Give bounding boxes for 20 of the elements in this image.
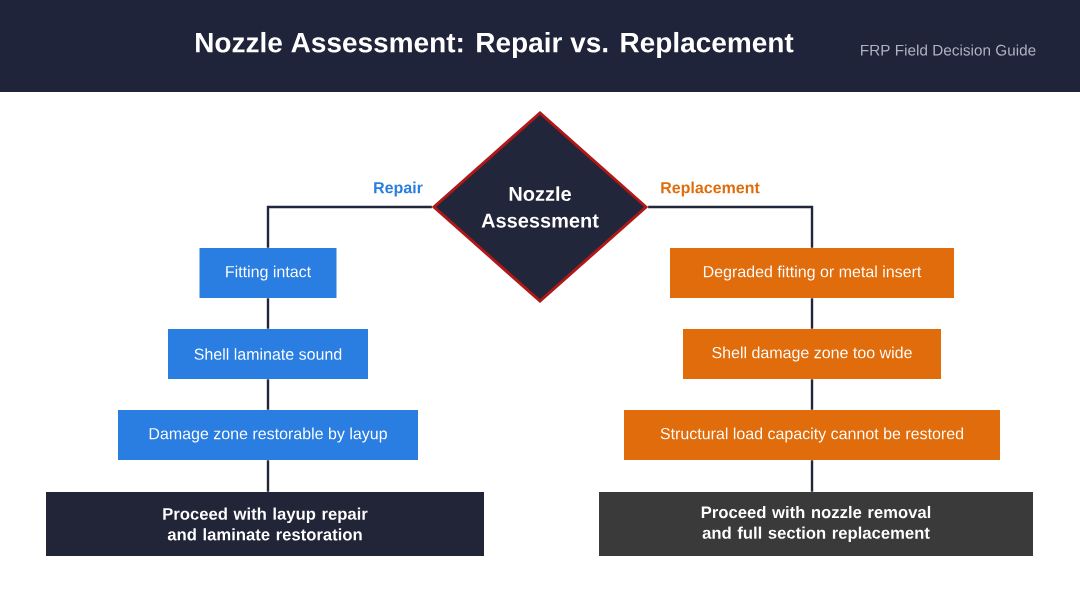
edge-label: Repair xyxy=(371,180,425,198)
condition-box: Shell laminate sound xyxy=(168,329,368,379)
connector xyxy=(810,298,814,329)
subtitle: FRP Field Decision Guide xyxy=(861,44,1036,56)
outcome-box: Proceed with nozzle removal and full section replacement xyxy=(599,492,1033,556)
connector xyxy=(810,460,814,492)
title: Nozzle Assessment: Repair vs. Replacement xyxy=(196,31,794,59)
connector xyxy=(810,379,814,410)
condition-box: Fitting intact xyxy=(199,248,337,298)
edge-label: Replacement xyxy=(658,180,762,198)
connector xyxy=(266,298,270,329)
connector xyxy=(648,205,814,248)
condition-box: Shell damage zone too wide xyxy=(683,329,941,379)
outcome-box: Proceed with layup repair and laminate restoration xyxy=(46,492,484,556)
condition-box: Structural load capacity cannot be restored xyxy=(624,410,1000,460)
condition-box: Damage zone restorable by layup xyxy=(118,410,418,460)
connector xyxy=(266,460,270,492)
connector xyxy=(266,379,270,410)
connector xyxy=(266,205,432,248)
condition-box: Degraded fitting or metal insert xyxy=(670,248,954,298)
